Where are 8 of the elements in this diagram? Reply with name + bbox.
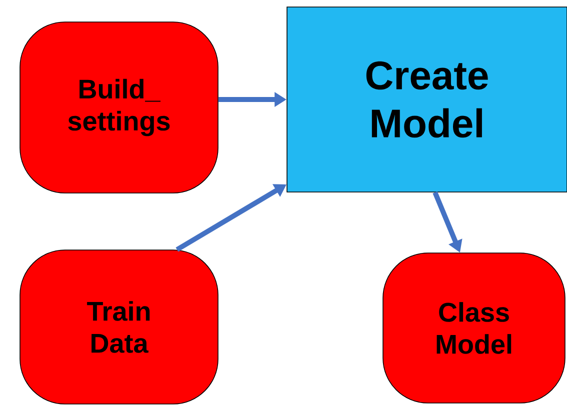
node-label: Build_ settings [68, 78, 170, 136]
process-box [286, 6, 567, 192]
rounded-box [382, 252, 566, 404]
rounded-box [20, 250, 218, 404]
node-label: Class Model [436, 302, 512, 354]
node-label: Create Model [366, 61, 488, 138]
node-label: Train Data [87, 301, 150, 353]
rounded-box [20, 22, 218, 194]
